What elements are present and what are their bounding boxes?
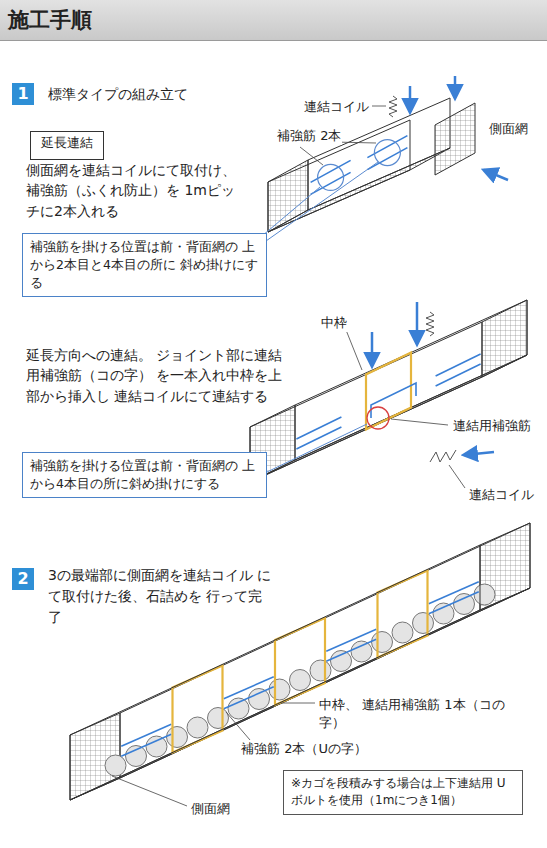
part-label: 側面網 xyxy=(190,800,231,818)
step-number: 1 xyxy=(12,83,34,105)
box-text: 補強筋を掛ける位置は前・背面網の 上から2本目と4本目の所に 斜め掛けにする xyxy=(30,238,259,292)
coil-symbol xyxy=(426,312,434,336)
reinforcing-bars-2 xyxy=(296,354,480,449)
note-box: 補強筋を掛ける位置は前・背面網の 上から2本目と4本目の所に 斜め掛けにする xyxy=(22,233,267,297)
highlight-circles-1 xyxy=(318,140,401,191)
basket-2 xyxy=(250,300,527,482)
step-heading: 3の最端部に側面網を連結コイル にて取付けた後、石詰めを 行って完了 xyxy=(48,565,276,628)
part-label: 中枠、 連結用補強筋 1本（コの字） xyxy=(318,696,525,731)
title-band: 施工手順 xyxy=(0,0,547,41)
leader-lines-2 xyxy=(346,330,465,488)
step-heading: 標準タイプの組み立て xyxy=(48,83,188,105)
box-text: 補強筋を掛ける位置は前・背面網の 上から4本目の所に斜め掛けにする xyxy=(30,457,259,493)
basket-3 xyxy=(70,523,530,800)
part-label: 延長方向への連結。 ジョイント部に連結用補強筋（コの字） を一本入れ中枠を上部か… xyxy=(25,345,285,406)
box-text: ※カゴを段積みする場合は上下連結用 Uボルトを使用（1mにつき1個） xyxy=(291,775,515,810)
note-leaders-1 xyxy=(262,162,378,241)
note-box: ※カゴを段積みする場合は上下連結用 Uボルトを使用（1mにつき1個） xyxy=(283,770,523,815)
part-label: 中枠 xyxy=(320,314,348,332)
part-label: 側面網を連結コイルにて取付け、 補強筋（ふくれ防止）を 1mピッチに2本入れる xyxy=(25,160,249,221)
highlight-circle-red xyxy=(367,407,389,429)
box-text: 延長連結 xyxy=(41,134,93,153)
part-label: 連結コイル xyxy=(303,98,370,116)
coil-symbol xyxy=(389,96,397,117)
front-wall xyxy=(70,545,480,800)
part-label: 側面網 xyxy=(488,120,529,138)
part-label: 補強筋 2本（Uの字） xyxy=(240,740,368,758)
part-label: 連結コイル xyxy=(468,486,535,504)
basket-1 xyxy=(268,98,475,232)
note-leader-2 xyxy=(267,424,367,472)
stones xyxy=(105,584,495,776)
coil-symbol xyxy=(430,450,456,462)
note-box: 延長連結 xyxy=(30,131,104,160)
step-number-box: 23の最端部に側面網を連結コイル にて取付けた後、石詰めを 行って完了 xyxy=(12,568,34,590)
part-label: 連結用補強筋 xyxy=(452,417,532,435)
part-label: 補強筋 2本 xyxy=(276,127,342,145)
note-box: 補強筋を掛ける位置は前・背面網の 上から4本目の所に斜め掛けにする xyxy=(22,452,267,498)
step-number: 2 xyxy=(12,568,34,590)
page-title: 施工手順 xyxy=(8,6,92,34)
step-number-box: 1標準タイプの組み立て xyxy=(12,83,34,105)
